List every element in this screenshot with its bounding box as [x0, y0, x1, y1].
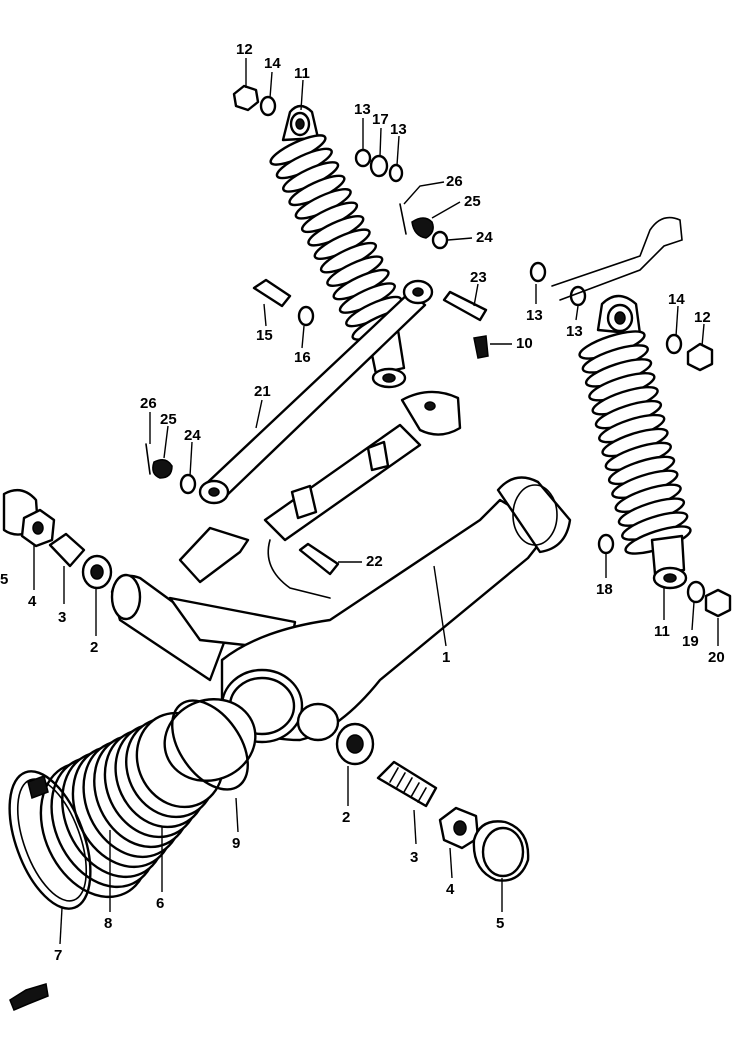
- callout-14: 14: [264, 55, 281, 72]
- boot-clamp: [8, 770, 92, 910]
- callout-3: 3: [58, 609, 66, 626]
- callout-13: 13: [354, 101, 371, 118]
- callout-14: 14: [668, 291, 685, 308]
- callout-7: 7: [54, 947, 62, 964]
- leader-lines: [33, 58, 719, 945]
- right-pivot-hardware: [335, 722, 530, 882]
- callout-25: 25: [464, 193, 481, 210]
- callout-3: 3: [410, 849, 418, 866]
- callout-5: 5: [496, 915, 504, 932]
- callout-9: 9: [232, 835, 240, 852]
- callout-13: 13: [526, 307, 543, 324]
- thread-line: [410, 782, 420, 798]
- callout-13: 13: [566, 323, 583, 340]
- callout-26: 26: [140, 395, 157, 412]
- callout-16: 16: [294, 349, 311, 366]
- bellows-boot: [39, 698, 257, 899]
- right-shock-absorber: [578, 294, 692, 590]
- callout-4: 4: [28, 593, 37, 610]
- left-shock-absorber: [269, 104, 409, 389]
- thread-line: [417, 787, 427, 803]
- callout-8: 8: [104, 915, 112, 932]
- callout-12: 12: [694, 309, 711, 326]
- thread-line: [396, 772, 406, 788]
- callout-6: 6: [156, 895, 164, 912]
- callout-21: 21: [254, 383, 271, 400]
- callout-13: 13: [390, 121, 407, 138]
- callout-24: 24: [184, 427, 201, 444]
- callout-22: 22: [366, 553, 383, 570]
- callout-17: 17: [372, 111, 389, 128]
- callout-5: 5: [0, 571, 8, 588]
- callout-19: 19: [682, 633, 699, 650]
- thread-line: [389, 767, 399, 783]
- o-ring: [171, 699, 249, 791]
- callout-23: 23: [470, 269, 487, 286]
- callout-10: 10: [516, 335, 533, 352]
- thread-line: [403, 777, 413, 793]
- callout-26: 26: [446, 173, 463, 190]
- torque-bracket: [178, 390, 462, 599]
- callout-1: 1: [442, 649, 450, 666]
- callout-11: 11: [294, 65, 310, 82]
- callout-25: 25: [160, 411, 177, 428]
- callout-11: 11: [654, 623, 670, 640]
- callout-24: 24: [476, 229, 493, 246]
- callout-4: 4: [446, 881, 455, 898]
- left-pivot-hardware: [2, 488, 113, 590]
- callout-labels: 12 14 11 13 17 13 26 25 24 23 13 13 14 1…: [0, 41, 725, 964]
- callout-20: 20: [708, 649, 725, 666]
- callout-15: 15: [256, 327, 273, 344]
- torque-rod: [198, 279, 434, 505]
- front-direction-arrow-icon: [9, 983, 49, 1011]
- callout-12: 12: [236, 41, 253, 58]
- callout-2: 2: [90, 639, 98, 656]
- callout-2: 2: [342, 809, 350, 826]
- callout-18: 18: [596, 581, 613, 598]
- swing-arm: [110, 476, 572, 744]
- fasteners: [145, 84, 732, 618]
